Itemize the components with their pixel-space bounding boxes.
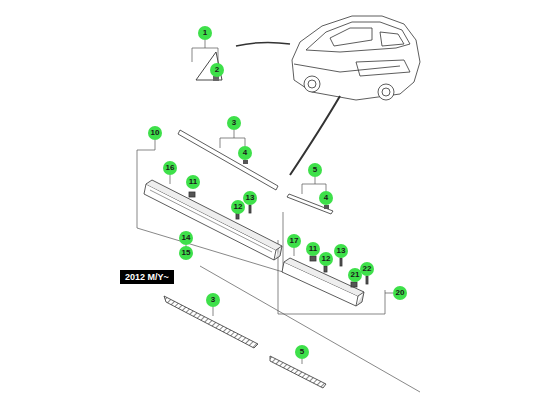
callout-number: 13 — [243, 191, 257, 205]
callout-number: 3 — [206, 293, 220, 307]
side-sill — [144, 180, 282, 260]
callout-number: 16 — [163, 161, 177, 175]
car-outline — [236, 16, 420, 175]
callout-number: 11 — [306, 242, 320, 256]
callout-number: 15 — [179, 246, 193, 260]
callout-number: 1 — [198, 26, 212, 40]
callout-number: 11 — [186, 175, 200, 189]
callout-number: 13 — [334, 244, 348, 258]
callout-number: 3 — [227, 116, 241, 130]
model-year-tag: 2012 M/Y~ — [120, 270, 174, 284]
callout-number: 20 — [393, 286, 407, 300]
callout-number: 22 — [360, 262, 374, 276]
callout-number: 10 — [148, 126, 162, 140]
callout-number: 5 — [308, 163, 322, 177]
callout-number: 5 — [295, 345, 309, 359]
door-moulding — [178, 130, 278, 190]
callout-number: 2 — [210, 63, 224, 77]
callout-number: 12 — [231, 200, 245, 214]
callout-number: 4 — [319, 191, 333, 205]
callout-number: 14 — [179, 231, 193, 245]
callout-number: 4 — [238, 146, 252, 160]
model-year-text: 2012 M/Y~ — [125, 272, 169, 282]
door-moulding — [270, 356, 326, 388]
callout-number: 12 — [319, 252, 333, 266]
leader-lines — [137, 40, 420, 392]
callout-number: 17 — [287, 234, 301, 248]
